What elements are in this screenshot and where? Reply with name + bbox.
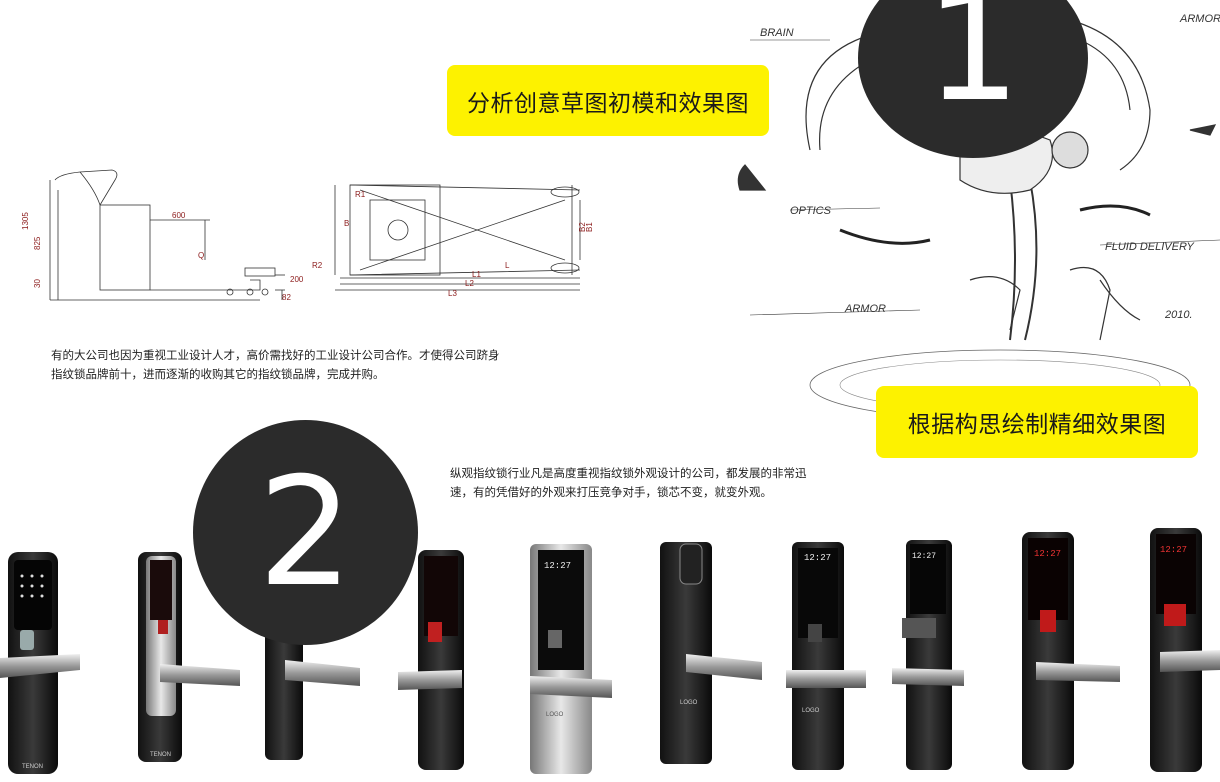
lock-10: 12:27	[1150, 528, 1220, 772]
lock-5-logo: LOGO	[546, 712, 564, 718]
lock-8-time: 12:27	[912, 552, 936, 561]
lock-10-time: 12:27	[1160, 545, 1187, 555]
intro-paragraph: 有的大公司也因为重视工业设计人才，高价需找好的工业设计公司合作。才使得公司跻身 …	[51, 346, 531, 384]
dim-l2: L2	[465, 279, 474, 288]
lock-9: 12:27	[1022, 532, 1120, 770]
lock-3	[265, 620, 360, 760]
step2-label: 根据构思绘制精细效果图	[876, 386, 1198, 458]
sketch-note-optics: OPTICS	[790, 205, 832, 217]
step2-badge: 2	[193, 420, 418, 645]
lock-2: TENON	[138, 552, 240, 762]
dim-82: 82	[282, 293, 291, 302]
lock-5-time: 12:27	[544, 561, 571, 571]
dim-b1: B1	[585, 222, 594, 232]
sketch-note-armor-top: ARMOR	[1179, 13, 1220, 25]
dim-b: B	[344, 219, 349, 228]
step2-number: 2	[257, 445, 354, 620]
technical-drawing: 1305 825 30 600 Q 200 82 R1 R2 B B2 B1 L…	[21, 169, 594, 302]
lock-7-time: 12:27	[804, 553, 831, 563]
dim-1305: 1305	[21, 212, 30, 230]
step1-number: 1	[925, 0, 1021, 135]
sketch-note-brain: BRAIN	[760, 27, 794, 39]
dim-l1: L1	[472, 270, 481, 279]
intro-line-1: 有的大公司也因为重视工业设计人才，高价需找好的工业设计公司合作。才使得公司跻身	[51, 348, 500, 362]
concept-sketch: BRAIN ARMOR OPTICS FLUID DELIVERY ARMOR …	[737, 13, 1220, 421]
dim-r1: R1	[355, 190, 366, 199]
dim-200: 200	[290, 275, 304, 284]
dim-600: 600	[172, 211, 186, 220]
industry-line-1: 纵观指纹锁行业凡是高度重视指纹锁外观设计的公司，都发展的非常迅	[450, 466, 807, 480]
lock-8: 12:27	[892, 540, 964, 770]
lock-4	[398, 550, 464, 770]
lock-1-brand: TENON	[22, 764, 43, 770]
dim-b2: B2	[578, 222, 587, 232]
dim-l: L	[505, 261, 510, 270]
dim-l3: L3	[448, 289, 457, 298]
lock-5: 12:27 LOGO	[530, 544, 612, 774]
industry-line-2: 速，有的凭借好的外观来打压竞争对手，锁芯不变，就变外观。	[450, 485, 772, 499]
sketch-note-fluid: FLUID DELIVERY	[1105, 241, 1195, 253]
lock-7: 12:27 LOGO	[786, 542, 866, 770]
industry-paragraph: 纵观指纹锁行业凡是高度重视指纹锁外观设计的公司，都发展的非常迅 速，有的凭借好的…	[450, 464, 830, 502]
lock-7-logo: LOGO	[802, 708, 820, 714]
sketch-note-armor: ARMOR	[844, 303, 886, 315]
lock-product-row: TENON TENON 12:27 LOGO LOGO	[0, 528, 1220, 774]
dim-q: Q	[198, 251, 204, 260]
step1-label: 分析创意草图初模和效果图	[447, 65, 769, 136]
lock-2-brand: TENON	[150, 752, 171, 758]
dim-825: 825	[33, 236, 42, 250]
dim-30: 30	[33, 279, 42, 288]
intro-line-2: 指纹锁品牌前十，进而逐渐的收购其它的指纹锁品牌，完成并购。	[51, 367, 385, 381]
lock-6-logo: LOGO	[680, 700, 698, 706]
step1-badge: 1	[858, 0, 1088, 158]
sketch-note-year: 2010.	[1164, 309, 1193, 321]
lock-9-time: 12:27	[1034, 549, 1061, 559]
lock-1: TENON	[0, 552, 80, 774]
dim-r2: R2	[312, 261, 323, 270]
lock-6: LOGO	[660, 542, 762, 764]
